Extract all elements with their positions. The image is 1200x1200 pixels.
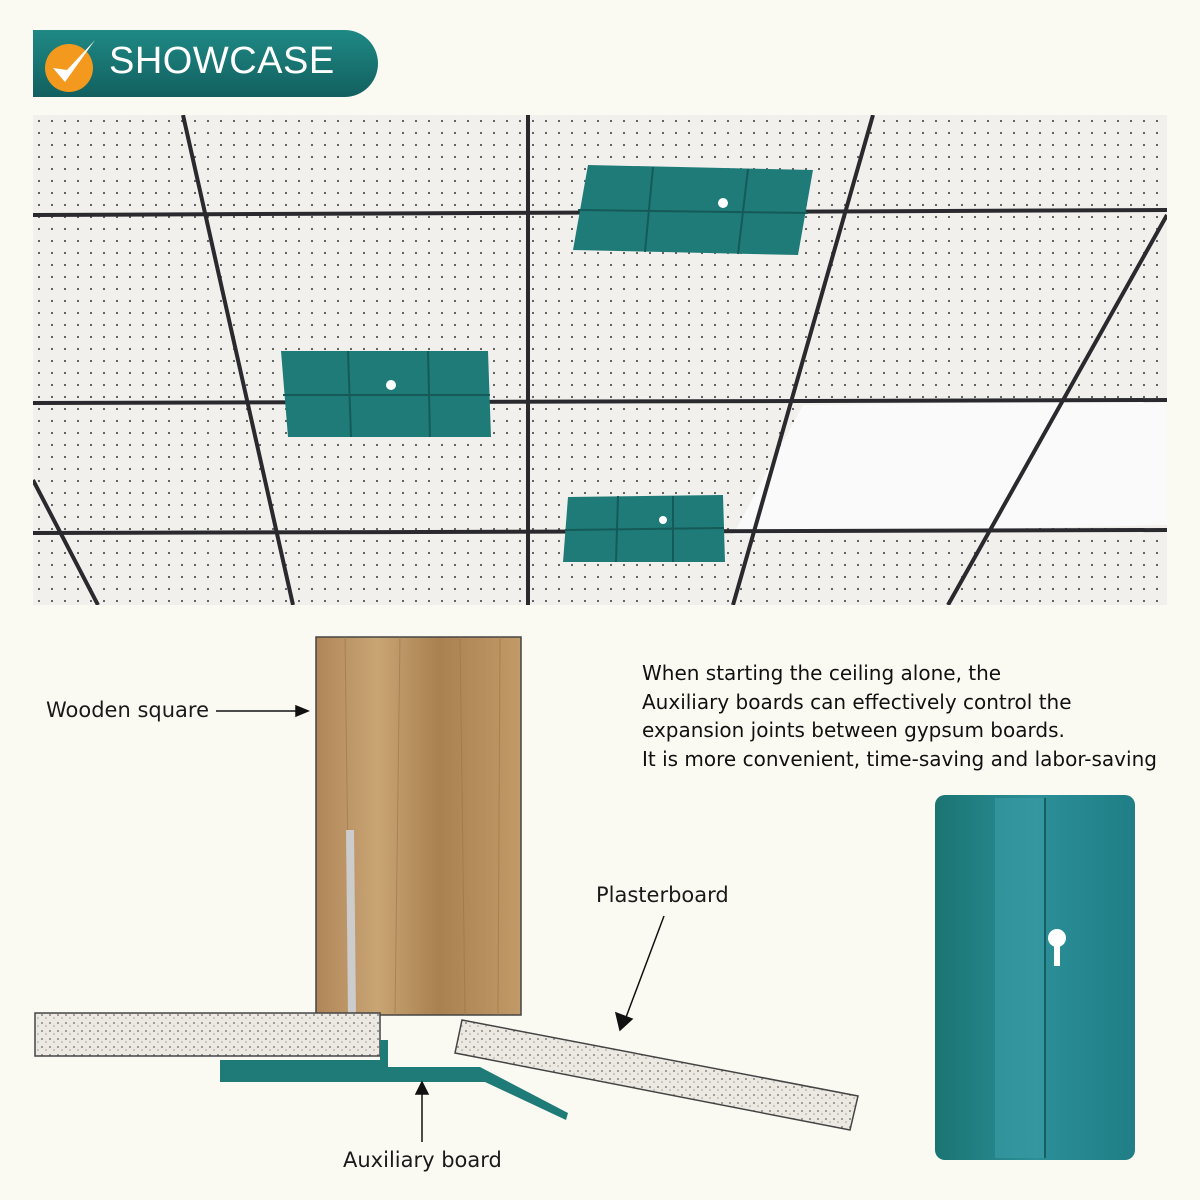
- description-text: When starting the ceiling alone, the Aux…: [642, 659, 1157, 773]
- auxiliary-board-label: Auxiliary board: [343, 1148, 502, 1172]
- plasterboard-right: [454, 1019, 859, 1131]
- auxiliary-board-profile: [220, 1040, 568, 1120]
- keyhole-icon: [1048, 929, 1066, 947]
- description-line: It is more convenient, time-saving and l…: [642, 746, 1157, 771]
- arrow-icon: [216, 704, 665, 1142]
- description-line: Auxiliary boards can effectively control…: [642, 689, 1072, 714]
- screw-icon: [346, 829, 356, 1016]
- wooden-square: [315, 636, 522, 1016]
- wooden-square-label: Wooden square: [46, 698, 210, 722]
- ceiling-photo: [33, 115, 1167, 605]
- description-line: When starting the ceiling alone, the: [642, 661, 1002, 685]
- badge-label: SHOWCASE: [109, 40, 335, 82]
- installation-diagram: [34, 636, 1135, 1160]
- plasterboard-left: [34, 1012, 381, 1057]
- plasterboard-label: Plasterboard: [596, 883, 729, 907]
- checkmark-icon: [45, 40, 95, 92]
- showcase-badge: SHOWCASE: [33, 30, 378, 97]
- description-line: expansion joints between gypsum boards.: [642, 718, 1065, 742]
- auxiliary-board-product: [935, 795, 1135, 1160]
